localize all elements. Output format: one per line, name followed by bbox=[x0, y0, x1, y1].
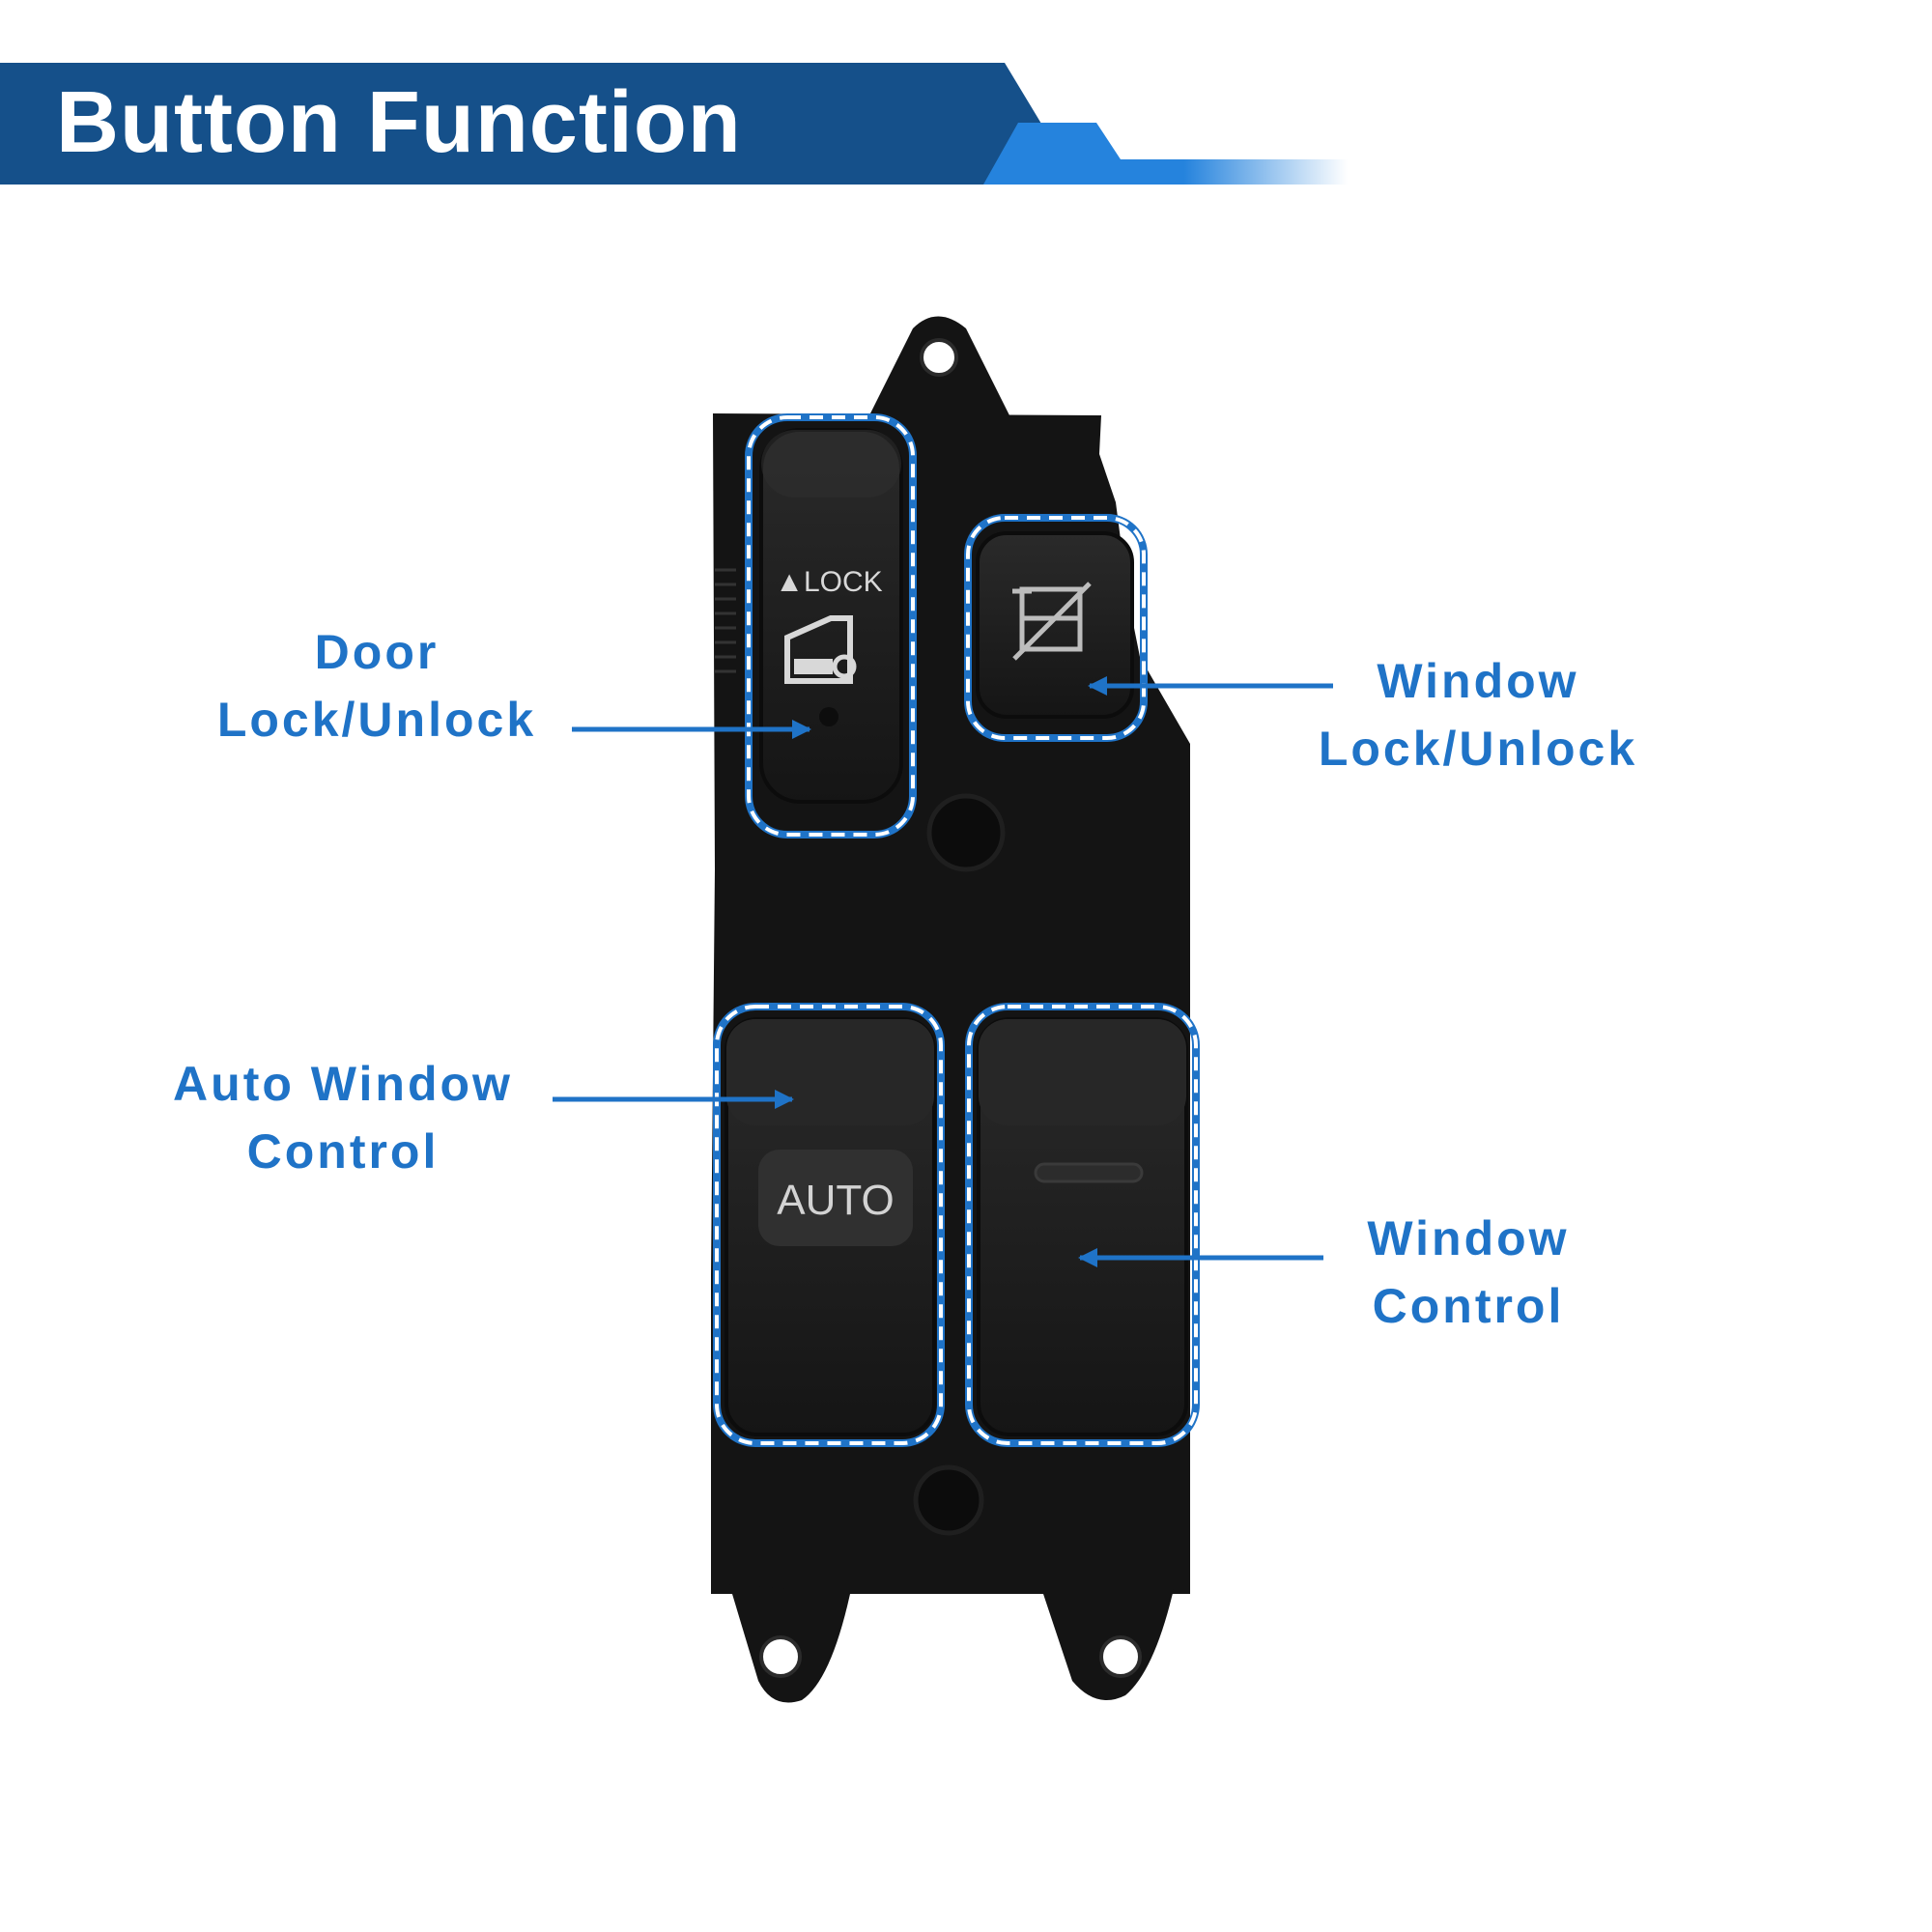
callout-arrows bbox=[553, 676, 1333, 1267]
callout-window-control-line2: Control bbox=[1372, 1279, 1565, 1333]
screw-hole-lower bbox=[913, 1464, 984, 1536]
highlight-outlines bbox=[713, 413, 1200, 1447]
callout-window-control-line1: Window bbox=[1367, 1211, 1570, 1265]
auto-label: AUTO bbox=[777, 1177, 894, 1224]
callout-auto-window: Auto Window Control bbox=[135, 1050, 551, 1185]
door-key-icon bbox=[784, 615, 857, 684]
top-mounting-tab bbox=[869, 316, 1009, 415]
callout-window-lock-line2: Lock/Unlock bbox=[1318, 722, 1638, 776]
window-lock-button bbox=[976, 531, 1134, 719]
banner-dark-band bbox=[0, 63, 1041, 185]
banner-shape bbox=[0, 63, 1348, 185]
door-lock-button: ▲LOCK bbox=[759, 428, 903, 804]
window-control-button bbox=[977, 1017, 1188, 1436]
auto-window-button: AUTO bbox=[724, 1017, 936, 1436]
side-ribs bbox=[715, 568, 736, 673]
banner-accent-stripe bbox=[983, 123, 1348, 185]
title-banner: Button Function bbox=[0, 0, 1932, 193]
callout-door-lock-line1: Door bbox=[314, 625, 440, 679]
callout-auto-window-line1: Auto Window bbox=[173, 1057, 513, 1111]
callout-window-lock-line1: Window bbox=[1377, 654, 1579, 708]
lock-label: ▲LOCK bbox=[775, 566, 882, 598]
callout-window-control: Window Control bbox=[1304, 1205, 1633, 1340]
callout-door-lock: Door Lock/Unlock bbox=[174, 618, 580, 753]
window-lock-crossed-icon bbox=[1012, 582, 1092, 661]
callout-door-lock-line2: Lock/Unlock bbox=[216, 693, 537, 747]
callout-window-lock: Window Lock/Unlock bbox=[1275, 647, 1681, 782]
page-title: Button Function bbox=[56, 74, 742, 171]
callout-auto-window-line2: Control bbox=[246, 1124, 440, 1179]
bottom-mounting-tabs bbox=[729, 1584, 1174, 1703]
screw-hole-upper bbox=[926, 793, 1006, 872]
